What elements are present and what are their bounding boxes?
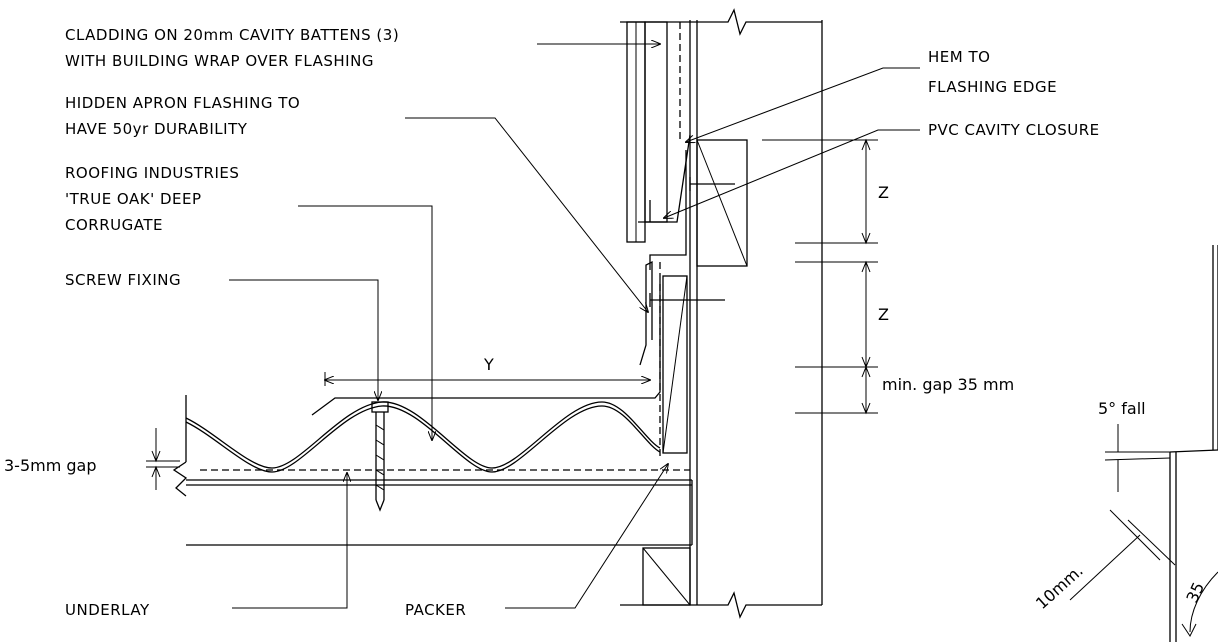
dimension-gap: 3-5mm gap <box>4 428 180 490</box>
secondary-detail: 5° fall 10mm. 35 <box>1032 245 1218 642</box>
packer <box>662 275 688 454</box>
label-pvc-cavity-closure: PVC CAVITY CLOSURE <box>928 121 1100 139</box>
min-gap-label: min. gap 35 mm <box>882 375 1014 394</box>
wall-framing <box>620 8 823 619</box>
label-screw-fixing: SCREW FIXING <box>65 271 181 289</box>
corrugated-roofing <box>172 395 690 497</box>
label-apron-line1: HIDDEN APRON FLASHING TO <box>65 94 300 112</box>
cladding-assembly <box>626 21 691 270</box>
dimension-y: Y <box>325 355 650 386</box>
dimension-z-lower: Z <box>878 305 889 324</box>
leader-lines <box>229 44 920 609</box>
label-roofing-line1: ROOFING INDUSTRIES <box>65 164 239 182</box>
dimension-z-stack: Z Z min. gap 35 mm <box>762 138 1014 415</box>
label-underlay: UNDERLAY <box>65 601 150 619</box>
label-cladding-line2: WITH BUILDING WRAP OVER FLASHING <box>65 52 374 70</box>
label-roofing-line3: CORRUGATE <box>65 216 163 234</box>
annotation-labels: CLADDING ON 20mm CAVITY BATTENS (3) WITH… <box>65 26 1100 619</box>
partial-35-label: 35 <box>1182 579 1208 605</box>
ten-mm-label: 10mm. <box>1032 561 1087 613</box>
dimension-y-label: Y <box>483 355 494 374</box>
label-hem-line1: HEM TO <box>928 48 990 66</box>
dimension-z-upper: Z <box>878 183 889 202</box>
gap-3-5mm-label: 3-5mm gap <box>4 456 97 475</box>
hidden-apron-flashing <box>311 260 661 460</box>
purlin <box>186 479 693 606</box>
fall-label: 5° fall <box>1098 399 1146 418</box>
screw-fixing <box>371 401 389 512</box>
label-hem-line2: FLASHING EDGE <box>928 78 1057 96</box>
label-packer: PACKER <box>405 601 466 619</box>
label-apron-line2: HAVE 50yr DURABILITY <box>65 120 248 138</box>
cavity-closure <box>649 139 748 307</box>
label-cladding-line1: CLADDING ON 20mm CAVITY BATTENS (3) <box>65 26 399 44</box>
label-roofing-line2: 'TRUE OAK' DEEP <box>65 190 202 208</box>
